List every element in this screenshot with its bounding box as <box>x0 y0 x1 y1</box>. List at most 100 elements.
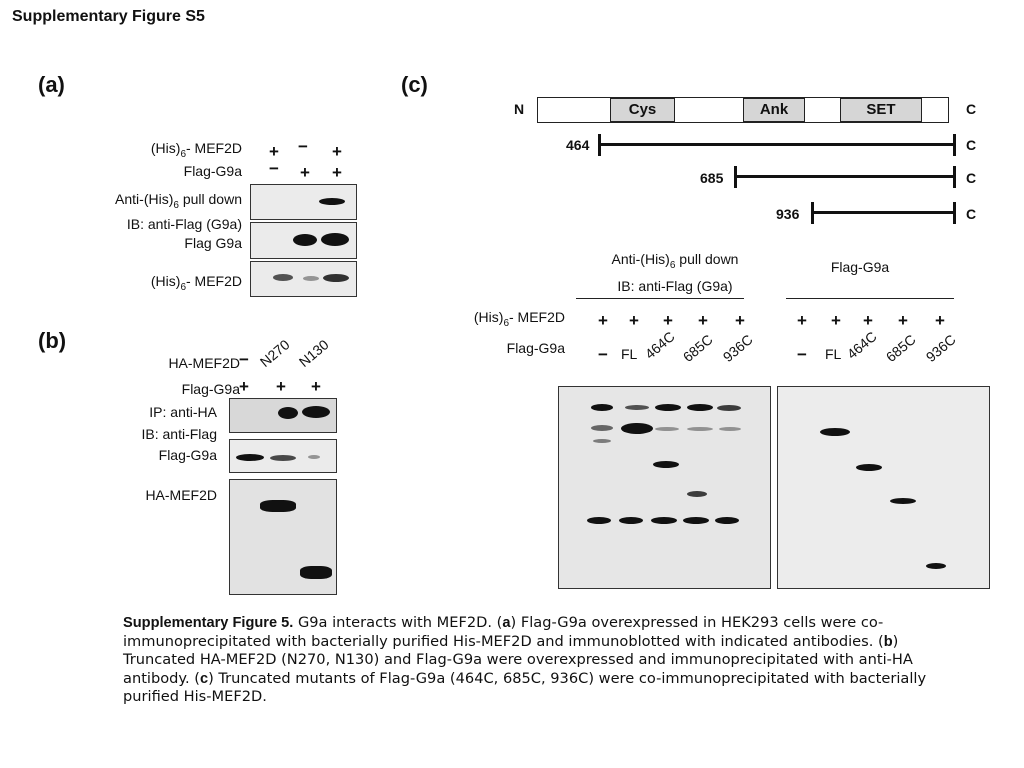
panel-c-lane-1: − <box>598 345 608 364</box>
panel-c-sign-6: + <box>797 311 807 330</box>
panel-b-band <box>260 500 296 512</box>
panel-a-sign-flag-1: − <box>269 159 279 178</box>
panel-a-row-flag-label: Flag-G9a <box>183 163 242 179</box>
panel-c-lane-10: 936C <box>922 331 959 365</box>
panel-b-col-1: − <box>239 350 249 369</box>
construct-464-end: C <box>966 137 977 153</box>
panel-a-sign-mef2d-1: + <box>269 142 279 161</box>
panel-b-band <box>300 566 332 579</box>
panel-c-sign-3: + <box>663 311 673 330</box>
panel-b-row-ha-label: HA-MEF2D <box>168 355 240 371</box>
panel-a-row-mef2d-label: (His)6- MEF2D <box>150 140 242 160</box>
panel-c-band <box>715 517 739 524</box>
panel-c-band <box>655 404 681 411</box>
panel-b-band <box>278 407 298 419</box>
domain-ank: Ank <box>743 98 805 122</box>
panel-c-band <box>593 439 611 443</box>
panel-c-band <box>687 427 713 431</box>
panel-a-blot-mef2d <box>250 261 357 297</box>
panel-a-band <box>303 276 319 281</box>
panel-c-band <box>719 427 741 431</box>
panel-c-band <box>687 404 713 411</box>
panel-a-band <box>273 274 293 281</box>
panel-c-band <box>651 517 677 524</box>
panel-b-label: (b) <box>38 328 67 353</box>
panel-c-band <box>625 405 649 410</box>
panel-b-band <box>236 454 264 461</box>
panel-a-sign-flag-3: + <box>332 163 342 182</box>
panel-a-band <box>321 233 349 246</box>
page-title: Supplementary Figure S5 <box>12 8 205 25</box>
panel-b-sign-flag-1: + <box>239 377 249 396</box>
panel-c-sign-4: + <box>698 311 708 330</box>
panel-c-sign-9: + <box>898 311 908 330</box>
panel-c-lane-4: 685C <box>679 331 716 365</box>
panel-b-sign-flag-2: + <box>276 377 286 396</box>
construct-464-tick <box>953 134 956 156</box>
panel-c-band <box>619 517 643 524</box>
panel-c-band <box>653 461 679 468</box>
panel-a-blot2-label: Flag G9a <box>184 235 242 251</box>
panel-c-lane-8: 464C <box>843 328 880 362</box>
panel-b-band <box>308 455 320 459</box>
panel-c-lane-7: FL <box>825 346 842 362</box>
panel-c-band <box>717 405 741 411</box>
schematic-n-term: N <box>514 101 525 117</box>
panel-b-blot-ip <box>229 398 337 433</box>
panel-a-blot-flag <box>250 222 357 259</box>
panel-b-band <box>302 406 330 418</box>
panel-a-sign-mef2d-2: − <box>298 137 308 156</box>
panel-b-blot2-label: Flag-G9a <box>158 447 217 463</box>
figure-caption: Supplementary Figure 5. G9a interacts wi… <box>123 614 927 705</box>
panel-c-blot-flag <box>777 386 990 589</box>
panel-c-group2-rule <box>786 298 954 299</box>
panel-a-band <box>293 234 317 246</box>
panel-b-blot-flag <box>229 439 337 473</box>
panel-c-band <box>587 517 611 524</box>
panel-c-label: (c) <box>401 72 428 97</box>
panel-c-band <box>683 517 709 524</box>
panel-c-lane-2: FL <box>621 346 638 362</box>
panel-c-band <box>591 404 613 411</box>
panel-c-band <box>856 464 882 471</box>
panel-c-sign-2: + <box>629 311 639 330</box>
panel-c-lane-9: 685C <box>882 331 919 365</box>
domain-set: SET <box>840 98 922 122</box>
panel-c-band <box>926 563 946 569</box>
panel-c-group1-header: Anti-(His)6 pull down IB: anti-Flag (G9a… <box>611 251 739 294</box>
panel-b-blot1-label: IP: anti-HA IB: anti-Flag <box>141 404 217 442</box>
panel-c-sign-7: + <box>831 311 841 330</box>
panel-a-band <box>319 198 345 205</box>
panel-c-group1-rule <box>576 298 744 299</box>
panel-c-sign-1: + <box>598 311 608 330</box>
panel-c-blot-pulldown <box>558 386 771 589</box>
panel-c-row-mef2d-label: (His)6- MEF2D <box>473 309 565 329</box>
construct-464-line <box>598 143 956 146</box>
domain-cys: Cys <box>610 98 675 122</box>
panel-c-band <box>820 428 850 436</box>
construct-685-end: C <box>966 170 977 186</box>
panel-c-sign-10: + <box>935 311 945 330</box>
panel-b-blot-ha <box>229 479 337 595</box>
schematic-c-term: C <box>966 101 977 117</box>
panel-c-band <box>655 427 679 431</box>
panel-c-band <box>890 498 916 504</box>
construct-685-tick <box>953 166 956 188</box>
panel-a-blot-pulldown <box>250 184 357 220</box>
panel-c-band <box>591 425 613 431</box>
panel-c-lane-3: 464C <box>641 328 678 362</box>
construct-936-tick <box>953 202 956 224</box>
panel-b-col-3: N130 <box>295 336 332 370</box>
panel-c-row-flag-label: Flag-G9a <box>506 340 565 356</box>
panel-b-col-2: N270 <box>256 336 293 370</box>
panel-a-blot1-label: Anti-(His)6 pull down IB: anti-Flag (G9a… <box>115 191 242 232</box>
panel-a-sign-mef2d-3: + <box>332 142 342 161</box>
panel-c-group2-header: Flag-G9a <box>830 259 890 275</box>
panel-b-row-flag-label: Flag-G9a <box>181 381 240 397</box>
panel-c-lane-6: − <box>797 345 807 364</box>
g9a-protein-bar: Cys Ank SET <box>537 97 949 123</box>
construct-936-start: 936 <box>776 206 800 222</box>
panel-c-sign-8: + <box>863 311 873 330</box>
construct-936-line <box>811 211 956 214</box>
construct-936-end: C <box>966 206 977 222</box>
